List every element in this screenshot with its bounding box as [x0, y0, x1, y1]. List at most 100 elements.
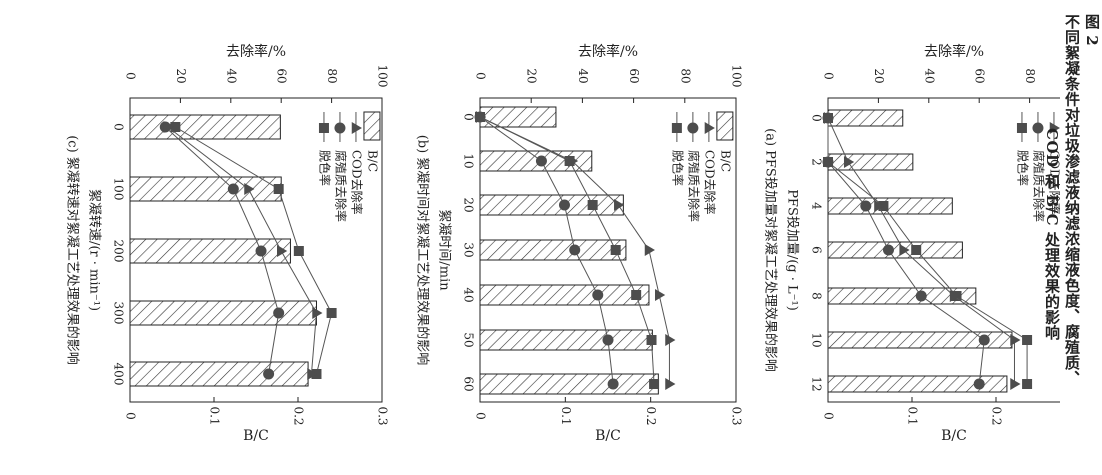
- bc-bar: [827, 153, 914, 171]
- bc-bar: [129, 114, 281, 140]
- chart-panel-2: [474, 97, 737, 403]
- legend-circle-marker: [1032, 122, 1044, 134]
- square-marker: [610, 245, 621, 255]
- triangle-marker: [307, 368, 318, 380]
- category-label: 12: [810, 376, 824, 391]
- category-label: 4: [810, 202, 824, 210]
- legend-label: 脱色率: [670, 150, 685, 186]
- legend-triangle-marker: [704, 122, 715, 134]
- circle-marker: [978, 334, 990, 346]
- square-marker: [1022, 335, 1033, 345]
- right-axis-title: 去除率/%: [924, 43, 984, 60]
- bc-bar: [479, 329, 653, 351]
- legend-swatch-bar: [363, 111, 381, 141]
- category-label: 0: [810, 114, 824, 122]
- pct-tick-label: 80: [1023, 68, 1037, 83]
- legend-square-marker: [318, 123, 329, 133]
- bc-bar: [827, 109, 904, 127]
- bc-tick-label: 0.1: [906, 406, 920, 425]
- category-label: 60: [462, 376, 476, 391]
- bc-bar: [827, 241, 963, 259]
- pct-tick-label: 100: [730, 65, 744, 88]
- legend-swatch-bar: [716, 111, 734, 141]
- pct-tick-label: 0: [124, 72, 138, 80]
- bc-bar: [827, 375, 1008, 393]
- pct-tick-label: 60: [627, 68, 641, 83]
- chart-panel-1: [822, 97, 1060, 403]
- legend-label: 腐殖质去除率: [1031, 150, 1046, 222]
- category-label: 0: [462, 113, 476, 121]
- left-axis-title: B/C: [941, 428, 967, 444]
- right-axis-title: 去除率/%: [226, 43, 286, 60]
- pct-tick-label: 80: [325, 68, 339, 83]
- pct-tick-label: 20: [872, 68, 886, 83]
- x-axis-title: PFS投加量/(g · L⁻¹): [785, 189, 801, 311]
- triangle-marker: [244, 183, 255, 195]
- circle-marker: [607, 378, 619, 390]
- circle-marker: [602, 334, 614, 346]
- bc-bar: [129, 361, 309, 387]
- triangle-marker: [665, 334, 676, 346]
- category-label: 0: [112, 123, 126, 131]
- figure-label: 图 2: [1083, 14, 1101, 47]
- triangle-marker: [949, 290, 960, 302]
- square-marker: [587, 200, 598, 210]
- bc-bar: [479, 194, 624, 216]
- pct-tick-label: 20: [174, 68, 188, 83]
- legend-label: 腐殖质去除率: [686, 150, 701, 222]
- bc-tick-label: 0.2: [990, 406, 1004, 425]
- circle-marker: [255, 245, 267, 257]
- right-axis-title: 去除率/%: [578, 43, 638, 60]
- triangle-marker: [823, 112, 834, 124]
- pct-tick-label: 0: [822, 72, 836, 80]
- triangle-marker: [614, 199, 625, 211]
- bc-tick-label: 0.2: [644, 406, 658, 425]
- bc-bar: [479, 239, 627, 261]
- legend-label: 脱色率: [1015, 150, 1030, 186]
- category-label: 6: [810, 246, 824, 254]
- bc-bar: [479, 150, 593, 172]
- legend-label: 腐殖质去除率: [333, 150, 348, 222]
- category-label: 400: [112, 363, 126, 386]
- square-marker: [631, 290, 642, 300]
- triangle-marker: [312, 307, 323, 319]
- panel-caption: (c) 絮凝转速对絮凝工艺处理效果的影响: [65, 135, 81, 365]
- square-marker: [326, 308, 337, 318]
- figure-title-line1: 不同絮凝条件对垃圾渗滤液纳滤浓缩液色度、腐殖质、: [1063, 14, 1081, 386]
- bc-tick-label: 0: [822, 412, 836, 420]
- circle-marker: [227, 183, 239, 195]
- pct-tick-label: 40: [576, 68, 590, 83]
- pct-tick-label: 40: [224, 68, 238, 83]
- panel-caption: (b) 絮凝时间对絮凝工艺处理效果的影响: [415, 135, 431, 366]
- circle-marker: [569, 244, 581, 256]
- left-axis-title: B/C: [595, 428, 621, 444]
- chart-panel-3: [129, 97, 383, 403]
- bc-bar: [129, 176, 282, 202]
- bc-bar: [479, 284, 650, 306]
- pct-tick-label: 100: [376, 65, 390, 88]
- square-marker: [170, 122, 181, 132]
- triangle-marker: [665, 378, 676, 390]
- pct-tick-label: 60: [275, 68, 289, 83]
- left-axis-title: B/C: [243, 428, 269, 444]
- circle-marker: [263, 368, 275, 380]
- category-label: 40: [462, 287, 476, 302]
- bc-bar: [479, 373, 659, 395]
- legend-label: COD去除率: [349, 150, 364, 215]
- pct-tick-label: 20: [525, 68, 539, 83]
- legend-square-marker: [671, 123, 682, 133]
- legend-square-marker: [1016, 123, 1027, 133]
- square-marker: [273, 184, 284, 194]
- circle-marker: [558, 199, 570, 211]
- legend-triangle-marker: [1049, 122, 1060, 134]
- pct-tick-label: 0: [474, 72, 488, 80]
- square-marker: [646, 335, 657, 345]
- figure-charts: 02040608010000.10.20.3024681012脱色率腐殖质去除率…: [65, 43, 1060, 444]
- square-marker: [911, 245, 922, 255]
- legend-label: COD去除率: [702, 150, 717, 215]
- category-label: 100: [112, 178, 126, 201]
- pct-tick-label: 60: [973, 68, 987, 83]
- bc-tick-label: 0: [124, 412, 138, 420]
- bc-tick-label: 0.1: [559, 406, 573, 425]
